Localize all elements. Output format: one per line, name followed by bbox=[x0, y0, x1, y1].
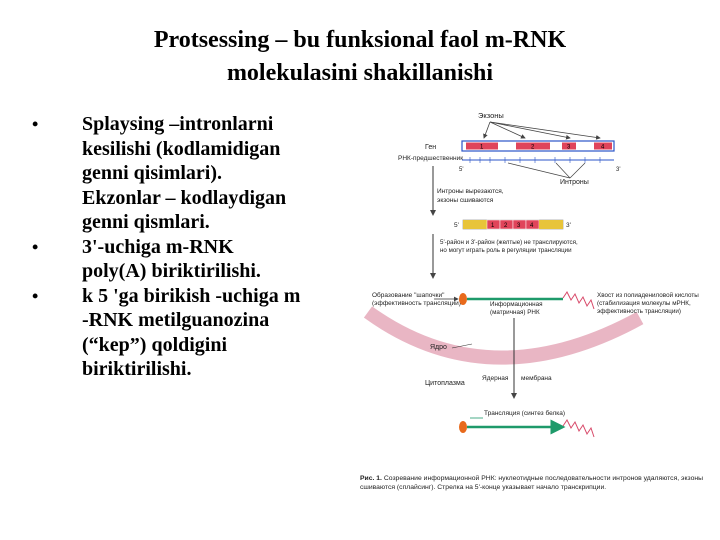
polya-tail-cytoplasm bbox=[562, 419, 595, 438]
membrane-label-1: Ядерная bbox=[482, 375, 509, 382]
bullet-line: biriktirilishi. bbox=[82, 358, 192, 380]
pre-rna-label: РНК-предшественник bbox=[398, 155, 463, 162]
nucleus-label: Ядро bbox=[430, 344, 447, 351]
gene-exon-number: 4 bbox=[601, 145, 605, 151]
prime-5-label: 5' bbox=[459, 167, 463, 173]
nucleus-pointer bbox=[451, 343, 473, 349]
gene-exon-number: 2 bbox=[531, 145, 535, 151]
bullet-line: Splaysing –intronlarni bbox=[82, 113, 274, 135]
title-line-1: Protsessing – bu funksional faol m-RNK bbox=[153, 27, 567, 53]
mature-exon-number: 2 bbox=[504, 223, 508, 229]
cut-note-line: экзоны сшиваются bbox=[437, 197, 494, 204]
bullet-line: genni qismlari. bbox=[82, 211, 210, 233]
introns-label: Интроны bbox=[560, 179, 589, 186]
translation-label: Трансляция (синтез белка) bbox=[484, 409, 565, 417]
mrna-label-line: Информационная bbox=[490, 301, 543, 308]
bullet-line: k 5 'ga birikish -uchiga m bbox=[82, 284, 301, 307]
mature-exon-number: 3 bbox=[517, 223, 521, 229]
polya-label-line: (стабилизация молекулы мРНК, bbox=[597, 299, 691, 307]
cap-structure-cytoplasm bbox=[459, 421, 467, 433]
bullet-line: poly(A) biriktirilishi. bbox=[82, 260, 261, 282]
gene-exon-3 bbox=[562, 142, 576, 150]
mrna-label-line: (матричная) РНК bbox=[490, 309, 540, 316]
bullet-item-polya: • 3'-uchiga m-RNK poly(A) biriktirilishi… bbox=[30, 235, 360, 284]
gene-exon-2 bbox=[516, 142, 550, 150]
prime-3-label: 3' bbox=[616, 167, 620, 173]
gene-exon-number: 1 bbox=[480, 145, 484, 151]
polya-label-line: Хвост из полиадениловой кислоты bbox=[597, 291, 699, 299]
bullet-line: (“kep”) qoldigini bbox=[82, 333, 228, 356]
cap-label-line: Образование "шапочки" bbox=[372, 291, 445, 299]
caption-lead: Рис. 1. bbox=[360, 475, 382, 482]
utr-note-line: 5'-район и 3'-район (желтые) не транслир… bbox=[440, 239, 578, 246]
bullet-line: -RNK metilguanozina bbox=[82, 309, 270, 331]
mature-exon-number: 1 bbox=[491, 223, 495, 229]
mature-exon-number: 4 bbox=[530, 223, 534, 229]
utr-3 bbox=[539, 220, 563, 229]
gene-label: Ген bbox=[425, 144, 436, 151]
utr-5 bbox=[463, 220, 487, 229]
bullet-line: genni qisimlari). bbox=[82, 162, 223, 184]
mature-5-label: 5' bbox=[454, 222, 459, 229]
page-title: Protsessing – bu funksional faol m-RNK m… bbox=[60, 24, 660, 90]
polya-tail-nucleus bbox=[562, 291, 595, 310]
bullet-line: kesilishi (kodlamidigan bbox=[82, 137, 281, 160]
figure-caption: Рис. 1. Созревание информационной РНК: н… bbox=[360, 474, 705, 492]
bullet-item-cap: • k 5 'ga birikish -uchiga m -RNK metilg… bbox=[30, 284, 360, 382]
polya-label-line: эффективность трансляции) bbox=[597, 308, 681, 315]
cytoplasm-label: Цитоплазма bbox=[425, 380, 465, 387]
bullet-line: Ekzonlar – kodlaydigan bbox=[82, 186, 287, 209]
nuclear-membrane bbox=[363, 306, 644, 365]
bullet-marker: • bbox=[32, 114, 39, 134]
title-line-2: molekulasini shakillanishi bbox=[226, 60, 494, 86]
gene-exon-4 bbox=[594, 142, 612, 150]
gene-exon-1 bbox=[466, 142, 498, 150]
caption-text: Созревание информационной РНК: нуклеотид… bbox=[360, 475, 704, 491]
cut-note-line: Интроны вырезаются, bbox=[437, 188, 504, 195]
gene-exon-number: 3 bbox=[567, 145, 571, 151]
cap-label-line: (эффективность трансляции) bbox=[372, 300, 461, 307]
exon-pointer-lines bbox=[483, 121, 601, 140]
membrane-label-2: мембрана bbox=[521, 374, 552, 382]
bullet-marker: • bbox=[32, 236, 39, 257]
cap-structure bbox=[459, 293, 467, 305]
utr-note-line: но могут играть роль в регуляции трансля… bbox=[440, 247, 572, 254]
bullet-item-splicing: • Splaysing –intronlarni kesilishi (kodl… bbox=[30, 112, 360, 235]
exons-label: Экзоны bbox=[478, 111, 504, 120]
bullet-line: 3'-uchiga m-RNK bbox=[82, 235, 234, 258]
mature-3-label: 3' bbox=[566, 222, 571, 229]
bullet-list: • Splaysing –intronlarni kesilishi (kodl… bbox=[30, 112, 360, 382]
intron-pointer-lines bbox=[507, 162, 586, 179]
pre-rna-ticks bbox=[469, 157, 601, 163]
bullet-marker: • bbox=[32, 285, 39, 306]
